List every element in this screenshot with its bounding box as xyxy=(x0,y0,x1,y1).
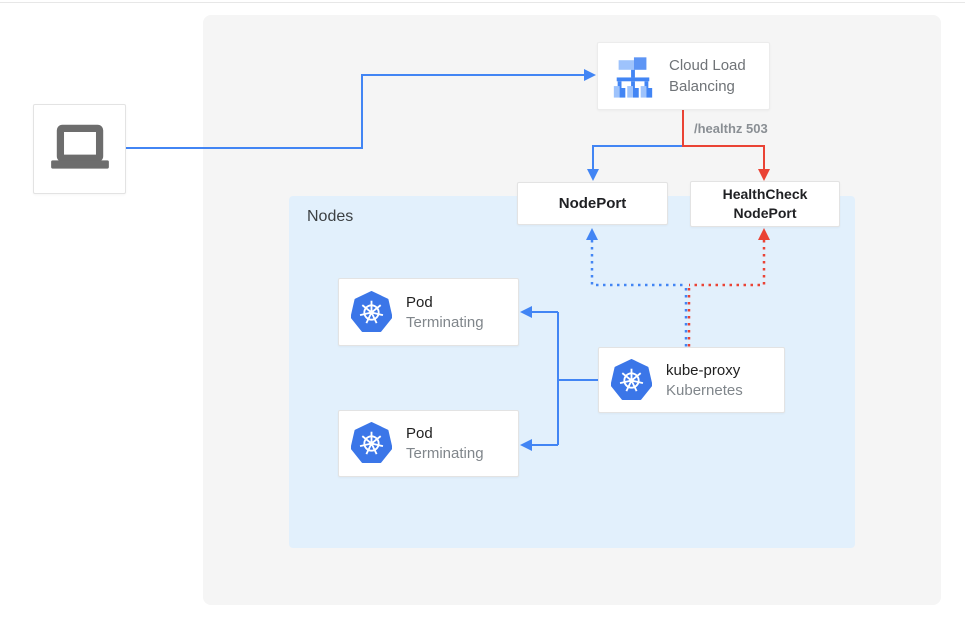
healthcheck-nodeport-node: HealthCheck NodePort xyxy=(690,181,840,227)
kubernetes-icon xyxy=(351,422,392,463)
nodeport-label: NodePort xyxy=(558,195,627,212)
client-node xyxy=(33,104,126,194)
nodeport-node: NodePort xyxy=(517,182,668,225)
kubernetes-icon xyxy=(611,358,652,400)
load-balancer-label: Cloud Load Balancing xyxy=(669,57,746,95)
load-balancer-node: Cloud Load Balancing xyxy=(597,42,770,110)
kube-proxy-subtitle: Kubernetes xyxy=(666,381,743,399)
healthcheck-nodeport-label-line2: NodePort xyxy=(733,205,797,221)
load-balancer-icon xyxy=(613,56,653,98)
pod-status: Terminating xyxy=(406,445,484,462)
nodes-container-label: Nodes xyxy=(307,208,354,225)
kubernetes-icon xyxy=(351,290,392,332)
healthz-annotation: /healthz 503 xyxy=(694,121,768,136)
pod-node-1: Pod Terminating xyxy=(338,278,519,346)
pod-title: Pod xyxy=(406,425,433,442)
pod-status: Terminating xyxy=(406,313,484,331)
kube-proxy-title: kube-proxy xyxy=(666,361,741,379)
healthcheck-nodeport-label-line1: HealthCheck xyxy=(722,186,808,202)
laptop-icon xyxy=(50,124,109,169)
top-divider xyxy=(0,2,965,3)
pod-node-2: Pod Terminating xyxy=(338,410,519,477)
kube-proxy-node: kube-proxy Kubernetes xyxy=(598,347,785,413)
pod-title: Pod xyxy=(406,293,433,311)
